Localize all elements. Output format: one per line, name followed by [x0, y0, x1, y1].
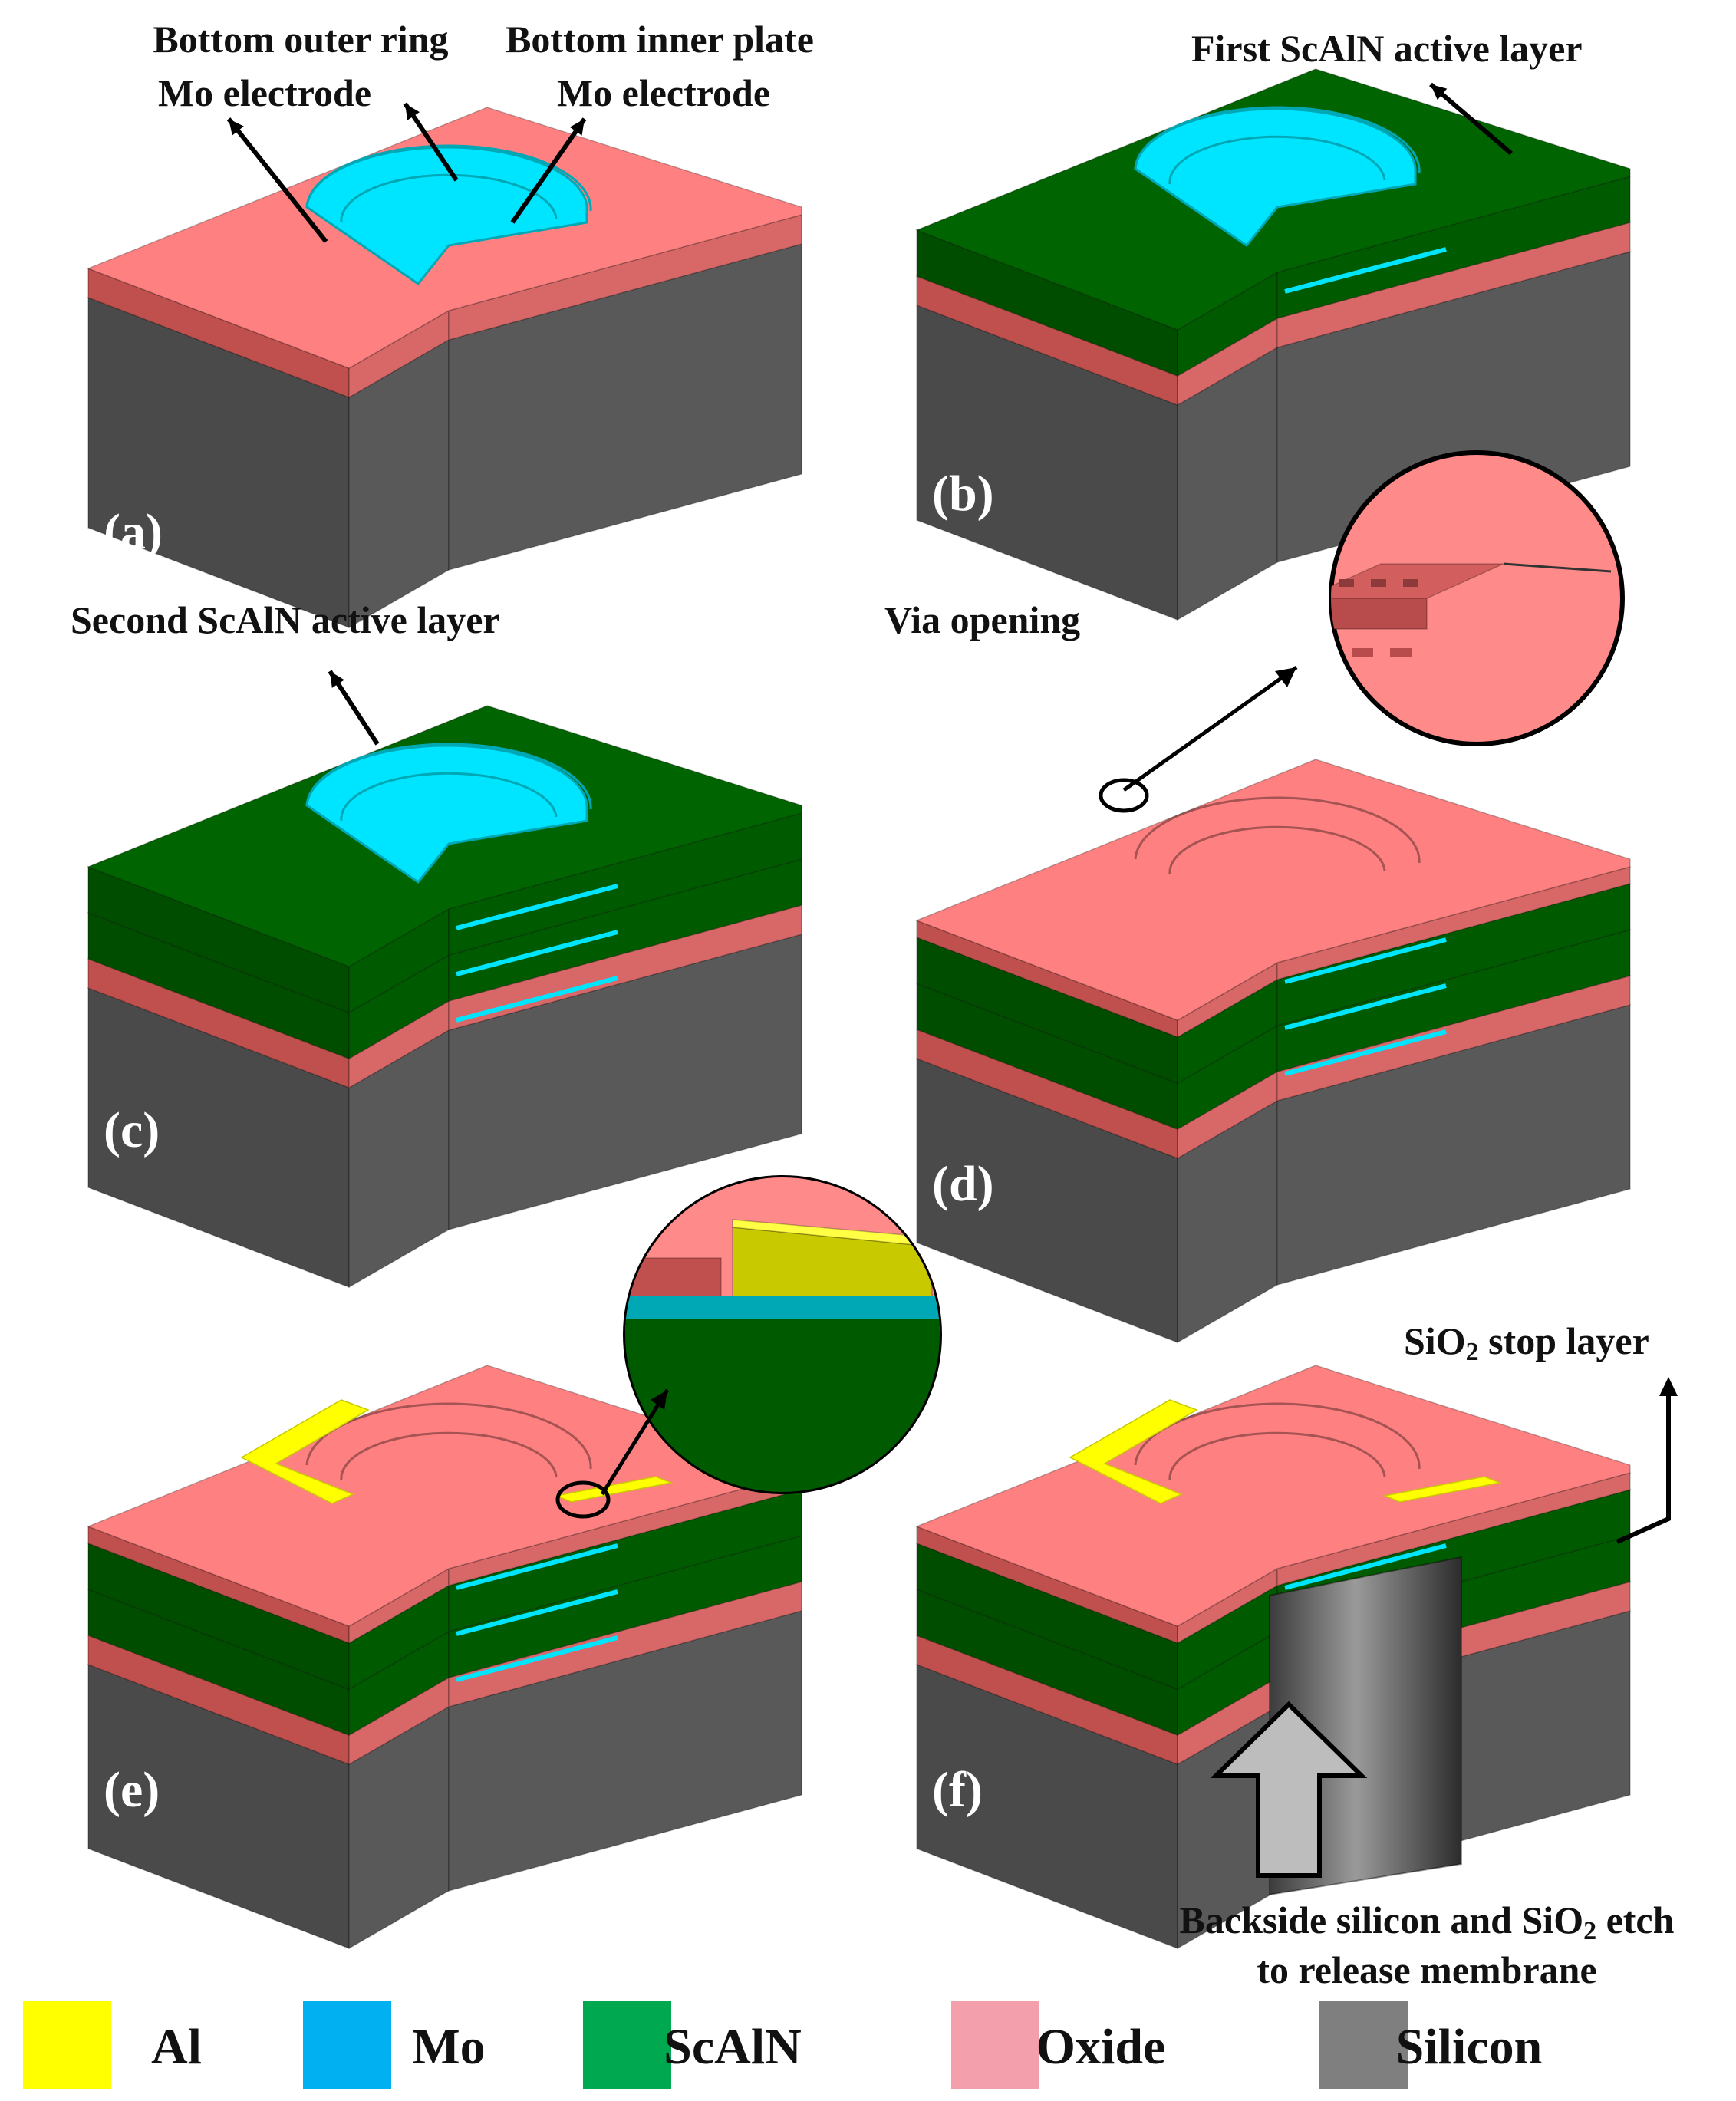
via-label: Via opening: [884, 598, 1080, 641]
etch-label-b: etch: [1596, 1898, 1675, 1941]
second-layer-arrow-head: [330, 671, 344, 688]
buried-mo-strip: [1284, 1543, 1447, 1590]
panel-a: (a): [86, 107, 802, 629]
etch-label-line2: to release membrane: [1257, 1948, 1596, 1991]
inner-plate-label-line2: Mo electrode: [557, 71, 770, 114]
panel-d: (d): [914, 759, 1631, 1344]
inset-mo-layer: [625, 1296, 940, 1319]
outer-ring-arrow-right: [403, 102, 459, 182]
inner-plate-edge: [340, 1431, 558, 1481]
via-hole-lower: [1352, 648, 1373, 657]
al-trace: [240, 1399, 370, 1504]
legend-label-mo: Mo: [412, 2019, 485, 2075]
etch-label-sub: 2: [1583, 1917, 1596, 1945]
legend-swatch-oxide: [951, 2001, 1039, 2089]
legend-swatch-silicon: [1319, 2001, 1408, 2089]
via-zoom-content: [1331, 562, 1612, 657]
panel-label: (b): [932, 466, 994, 522]
inner-plate-edge: [1168, 1431, 1386, 1481]
buried-mo-strip: [456, 1543, 618, 1590]
al-trace: [1069, 1399, 1198, 1504]
outer-ring-edge: [1134, 106, 1421, 173]
via-leader-line: [1122, 665, 1298, 792]
panel-label: (a): [104, 504, 163, 560]
stop-layer-arrow-head: [1659, 1377, 1678, 1396]
via-block-front: [1331, 598, 1428, 630]
via-hole: [1339, 579, 1354, 587]
panel-label: (f): [932, 1762, 983, 1818]
stop-layer-rest: stop layer: [1479, 1319, 1649, 1362]
first-layer-arrow: [1429, 82, 1513, 156]
buried-mo-strip: [1284, 247, 1447, 294]
inner-plate-arrow: [510, 117, 587, 224]
buried-mo-strip: [456, 930, 618, 976]
panel-c: (c): [86, 705, 802, 1289]
inner-plate-edge: [340, 772, 558, 822]
top-surface: [914, 1365, 1631, 1627]
outer-ring-edge: [305, 1402, 592, 1470]
inner-plate-label-line1: Bottom inner plate: [506, 18, 814, 61]
outer-ring-label-line1: Bottom outer ring: [153, 18, 448, 61]
etch-direction-arrow: [1210, 1701, 1368, 1878]
stop-layer-main: SiO: [1404, 1319, 1466, 1362]
al-pad: [554, 1476, 674, 1503]
panel-label: (e): [104, 1762, 160, 1818]
buried-mo-strip: [1284, 983, 1447, 1030]
panel-label: (c): [104, 1102, 160, 1158]
inner-plate-arrow-head: [569, 119, 585, 136]
legend-label-oxide: Oxide: [1036, 2019, 1166, 2075]
legend-swatch-al: [23, 2001, 111, 2089]
outer-ring-arrow-left-head: [229, 119, 244, 136]
outer-ring-edge: [1134, 796, 1421, 864]
via-hole: [1403, 579, 1418, 587]
al-leader-line: [600, 1388, 670, 1496]
second-layer-label: Second ScAlN active layer: [71, 598, 500, 641]
legend-swatch-scaln: [583, 2001, 671, 2089]
panel-label: (d): [932, 1156, 994, 1212]
via-highlight-circle: [1099, 778, 1149, 813]
etch-label-a: Backside silicon and SiO: [1180, 1898, 1584, 1941]
top-surface: [914, 759, 1631, 1021]
inner-plate-edge: [1168, 825, 1386, 875]
buried-mo-strip: [1284, 1029, 1447, 1076]
via-edge: [1503, 562, 1612, 573]
buried-mo-strip: [456, 1635, 618, 1682]
inner-plate-edge: [340, 173, 558, 223]
legend-label-scaln: ScAlN: [664, 2019, 802, 2075]
outer-ring-edge: [305, 144, 592, 212]
legend-label-silicon: Silicon: [1396, 2019, 1543, 2075]
al-highlight-circle: [555, 1480, 611, 1519]
via-hole-lower: [1390, 648, 1412, 657]
oxide-layer-front-right: [448, 1581, 802, 1707]
outer-ring-label-line2: Mo electrode: [158, 71, 371, 114]
buried-mo-strip: [1284, 937, 1447, 984]
legend-label-al: Al: [151, 2019, 202, 2075]
al-pad: [1382, 1476, 1502, 1503]
panel-f: (f): [914, 1365, 1631, 1950]
panel-b: (b): [914, 68, 1631, 621]
stop-layer-label: SiO2 stop layer: [1404, 1319, 1649, 1366]
silicon-front-right: [448, 1610, 802, 1892]
via-hole-lower: [1331, 648, 1335, 657]
outer-ring-edge: [305, 743, 592, 810]
inner-plate-edge: [1168, 135, 1386, 185]
first-layer-arrow-head: [1431, 84, 1448, 100]
stop-layer-arrow: [1616, 1392, 1671, 1544]
etch-label-line1: Backside silicon and SiO2 etch: [1180, 1898, 1675, 1945]
outer-ring-edge: [1134, 1402, 1421, 1470]
outer-ring-arrow-left: [226, 117, 328, 243]
legend-swatch-mo: [303, 2001, 391, 2089]
buried-mo-strip: [456, 884, 618, 930]
buried-mo-strip: [456, 976, 618, 1023]
panel-e: (e): [86, 1365, 802, 1950]
via-hole: [1371, 579, 1386, 587]
outer-ring-arrow-right-head: [405, 104, 420, 120]
via-leader-arrowhead: [1275, 667, 1296, 687]
al-leader-arrowhead: [651, 1390, 667, 1410]
buried-mo-strip: [456, 1589, 618, 1636]
stop-layer-sub: 2: [1466, 1338, 1479, 1366]
first-layer-label: First ScAlN active layer: [1191, 27, 1583, 70]
